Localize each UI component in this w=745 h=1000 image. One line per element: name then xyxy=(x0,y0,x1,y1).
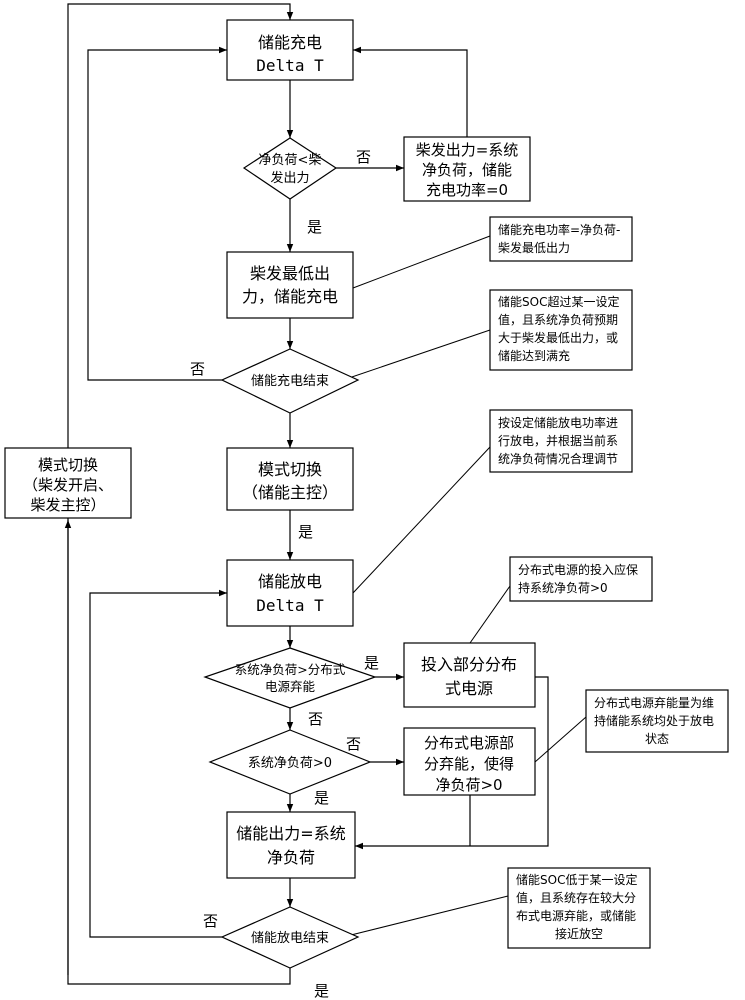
dec2-label: 储能充电结束 xyxy=(251,373,329,389)
diesel-min-line-2: 力，储能充电 xyxy=(242,287,338,306)
note-charge-end-cond: 储能SOC超过某一设定 值，且系统净负荷预期 大于柴发最低出力，或 储能达到满充 xyxy=(489,289,633,371)
edge-diesel-out-back xyxy=(353,46,468,137)
decision-net-lt-diesel: 净负荷<柴 发出力 xyxy=(242,137,338,200)
dg-curtail-line-3: 净负荷>0 xyxy=(435,776,502,794)
edge-label-yes-1: 是 xyxy=(307,218,322,236)
process-charge: 储能充电 Delta T xyxy=(226,19,354,81)
dec4-label: 系统净负荷>0 xyxy=(248,756,332,771)
edge-labels: 否 是 否 是 是 否 否 是 否 是 xyxy=(190,148,379,1000)
callout-discharge-end xyxy=(342,895,509,938)
storage-eq-net-line-2: 净负荷 xyxy=(267,848,315,867)
edge-label-yes-4: 是 xyxy=(314,789,329,807)
discharge-line-2: Delta T xyxy=(256,596,324,615)
note6-line-1: 储能SOC低于某一设定 xyxy=(516,872,637,887)
note2-line-3: 大于柴发最低出力，或 xyxy=(498,330,618,345)
discharge-line-1: 储能放电 xyxy=(258,572,322,591)
note-charge-power: 储能充电功率=净负荷- 柴发最低出力 xyxy=(489,216,633,262)
mode-diesel-line-2: （柴发开启、 xyxy=(23,476,113,494)
decision-net-gt-curtail: 系统净负荷>分布式 电源弃能 xyxy=(203,647,377,709)
process-mode-switch-storage: 模式切换 （储能主控） xyxy=(226,447,354,511)
callout-dg-input xyxy=(469,585,511,644)
diesel-out-line-1: 柴发出力=系统 xyxy=(416,141,519,159)
diesel-out-line-2: 净负荷，储能 xyxy=(422,161,512,179)
mode-storage-line-2: （储能主控） xyxy=(242,483,338,502)
note-discharge-end-cond: 储能SOC低于某一设定 值，且系统存在较大分 布式电源弃能，或储能 接近放空 xyxy=(507,867,651,949)
put-in-dg-line-2: 式电源 xyxy=(445,679,493,698)
process-mode-switch-diesel: 模式切换 （柴发开启、 柴发主控） xyxy=(4,447,132,519)
edge-label-yes-2: 是 xyxy=(298,523,313,541)
edge-label-no-4: 否 xyxy=(346,735,361,753)
callouts xyxy=(342,235,587,938)
edge-dec5-no xyxy=(89,589,227,938)
note3-line-1: 按设定储能放电功率进 xyxy=(498,415,618,430)
note-dg-curtail-rule: 分布式电源弃能量为维 持储能系统均处于放电 状态 xyxy=(585,689,729,753)
edge-label-no-2: 否 xyxy=(190,360,205,378)
callout-discharge-rule xyxy=(352,446,491,594)
note2-line-4: 储能达到满充 xyxy=(498,348,570,363)
note2-line-2: 值，且系统净负荷预期 xyxy=(498,312,618,327)
process-discharge: 储能放电 Delta T xyxy=(226,559,354,627)
put-in-dg-line-1: 投入部分分布 xyxy=(421,655,517,674)
dec1-line-2: 发出力 xyxy=(270,170,309,186)
decision-discharge-end: 储能放电结束 xyxy=(220,906,360,969)
mode-diesel-line-3: 柴发主控） xyxy=(30,496,105,514)
note6-line-2: 值，且系统存在较大分 xyxy=(516,890,636,905)
process-dg-curtail: 分布式电源部 分弃能，使得 净负荷>0 xyxy=(403,727,536,796)
process-storage-eq-net: 储能出力=系统 净负荷 xyxy=(226,811,356,879)
note1-line-2: 柴发最低出力 xyxy=(498,240,570,255)
storage-eq-net-line-1: 储能出力=系统 xyxy=(236,824,345,843)
note-discharge-rule: 按设定储能放电功率进 行放电，并根据当前系 统净负荷情况合理调节 xyxy=(489,409,633,473)
charge-line-2: Delta T xyxy=(256,56,324,75)
note5-line-3: 状态 xyxy=(645,732,669,746)
mode-diesel-line-1: 模式切换 xyxy=(38,456,98,474)
note4-line-2: 持系统净负荷>0 xyxy=(518,580,608,595)
edge-label-yes-3: 是 xyxy=(364,654,379,672)
callout-charge-power xyxy=(352,235,491,289)
process-diesel-min-charge: 柴发最低出 力，储能充电 xyxy=(226,251,354,319)
note6-line-4: 接近放空 xyxy=(555,926,603,941)
note6-line-3: 布式电源弃能，或储能 xyxy=(516,908,636,923)
diesel-out-line-3: 充电功率=0 xyxy=(426,181,508,199)
edge-label-yes-5: 是 xyxy=(314,982,329,1000)
dg-curtail-line-1: 分布式电源部 xyxy=(424,734,514,752)
edge-dec2-no xyxy=(87,46,227,381)
note1-line-1: 储能充电功率=净负荷- xyxy=(498,222,620,237)
charge-line-1: 储能充电 xyxy=(258,33,322,52)
dec1-line-1: 净负荷<柴 xyxy=(259,153,322,168)
mode-storage-line-1: 模式切换 xyxy=(258,460,322,479)
dec3-line-2: 电源弃能 xyxy=(265,679,316,694)
decision-net-gt0: 系统净负荷>0 xyxy=(208,729,372,795)
edge-label-no-3: 否 xyxy=(308,710,323,728)
edge-putin-to-storage xyxy=(355,676,549,850)
edge-label-no-5: 否 xyxy=(203,912,218,930)
diesel-min-line-1: 柴发最低出 xyxy=(250,264,330,283)
note3-line-2: 行放电，并根据当前系 xyxy=(498,433,618,448)
dec3-line-1: 系统净负荷>分布式 xyxy=(235,662,346,677)
dg-curtail-line-2: 分弃能，使得 xyxy=(424,755,514,773)
note4-line-1: 分布式电源的投入应保 xyxy=(518,562,638,577)
callout-charge-end-cond xyxy=(342,329,491,381)
edge-dec5-yes xyxy=(64,520,291,985)
note5-line-2: 持储能系统均处于放电 xyxy=(594,713,714,728)
edge-label-no-1: 否 xyxy=(356,148,371,166)
note-dg-input-rule: 分布式电源的投入应保 持系统净负荷>0 xyxy=(509,556,653,602)
note3-line-3: 统净负荷情况合理调节 xyxy=(498,451,618,466)
connectors xyxy=(64,3,549,985)
callout-dg-curtail xyxy=(534,716,587,763)
decision-charge-end: 储能充电结束 xyxy=(220,348,360,414)
process-diesel-out-eq-net: 柴发出力=系统 净负荷，储能 充电功率=0 xyxy=(403,136,531,202)
note5-line-1: 分布式电源弃能量为维 xyxy=(594,695,714,710)
note2-line-1: 储能SOC超过某一设定 xyxy=(498,294,619,309)
process-put-in-dg: 投入部分分布 式电源 xyxy=(403,642,536,708)
dec5-label: 储能放电结束 xyxy=(251,931,329,946)
